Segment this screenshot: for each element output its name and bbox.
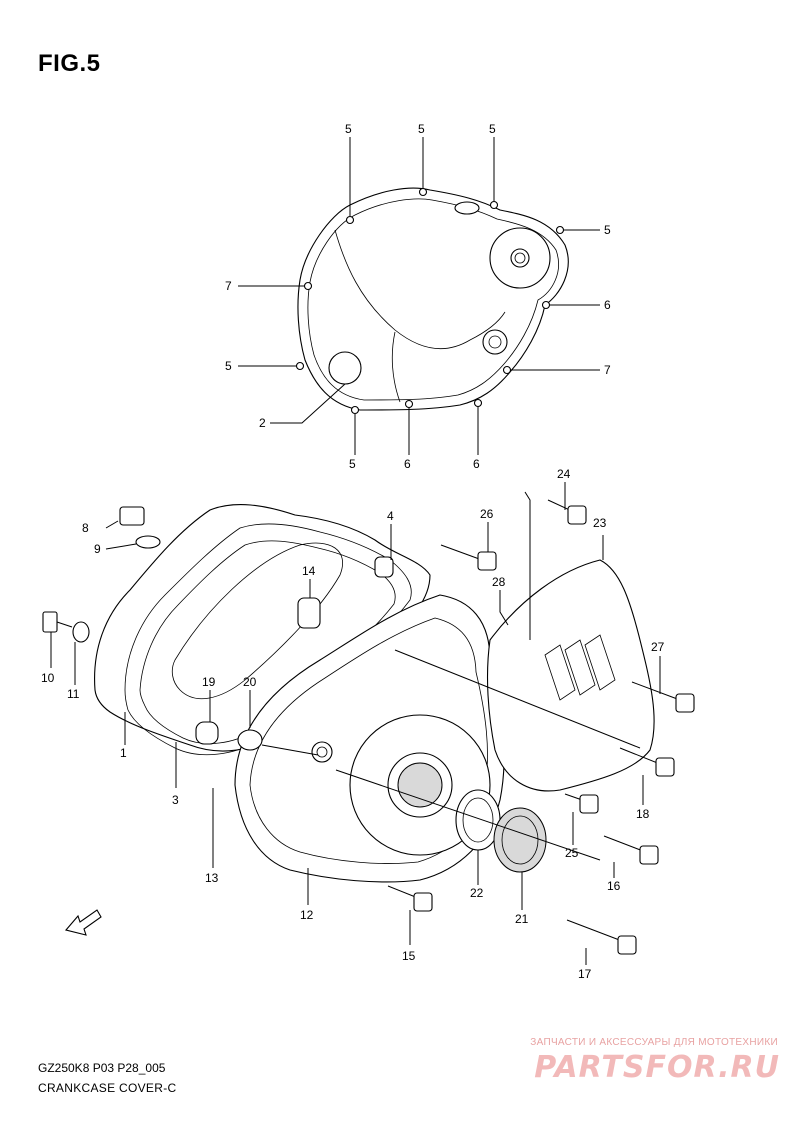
bolt-15 <box>387 885 433 912</box>
callout-13: 13 <box>205 871 219 885</box>
figure-code: GZ250K8 P03 P28_005 <box>38 1061 166 1075</box>
callout-5: 5 <box>225 359 232 373</box>
lower-leader-lines <box>50 482 661 965</box>
callout-labels: 5 5 5 5 7 6 5 7 2 5 6 6 24 23 8 26 4 9 1… <box>41 122 665 981</box>
bolt-17 <box>566 919 637 955</box>
callout-5: 5 <box>604 223 611 237</box>
callout-18: 18 <box>636 807 650 821</box>
callout-11: 11 <box>67 687 80 701</box>
callout-8: 8 <box>82 521 89 535</box>
callout-26: 26 <box>480 507 494 521</box>
callout-6: 6 <box>473 457 480 471</box>
callout-21: 21 <box>515 912 529 926</box>
bolt-26 <box>440 544 497 571</box>
bolt-25 <box>564 793 599 814</box>
callout-6: 6 <box>404 457 411 471</box>
callout-7: 7 <box>225 279 232 293</box>
callout-24: 24 <box>557 467 571 481</box>
callout-25: 25 <box>565 846 579 860</box>
callout-7: 7 <box>604 363 611 377</box>
callout-14: 14 <box>302 564 316 578</box>
bolt-16 <box>603 835 659 865</box>
figure-name: CRANKCASE COVER-C <box>38 1081 177 1095</box>
crankcase-assembly-drawing <box>42 499 695 955</box>
callout-22: 22 <box>470 886 484 900</box>
upper-leader-lines <box>238 137 600 455</box>
callout-1: 1 <box>120 746 127 760</box>
callout-19: 19 <box>202 675 216 689</box>
callout-12: 12 <box>300 908 314 922</box>
callout-28: 28 <box>492 575 506 589</box>
callout-3: 3 <box>172 793 179 807</box>
callout-10: 10 <box>41 671 55 685</box>
cover-gasket-drawing <box>295 187 569 415</box>
figure-title: FIG.5 <box>38 50 101 77</box>
callout-20: 20 <box>243 675 257 689</box>
callout-27: 27 <box>651 640 665 654</box>
callout-4: 4 <box>387 509 394 523</box>
bolt-18 <box>619 747 675 777</box>
callout-2: 2 <box>259 416 266 430</box>
callout-5: 5 <box>418 122 425 136</box>
callout-15: 15 <box>402 949 416 963</box>
bolt-24 <box>547 499 587 525</box>
watermark-tagline: ЗАПЧАСТИ И АКСЕССУАРЫ ДЛЯ МОТОТЕХНИКИ <box>530 1037 778 1048</box>
watermark-logo: PARTSFOR.RU <box>534 1050 780 1085</box>
callout-9: 9 <box>94 542 101 556</box>
callout-5: 5 <box>345 122 352 136</box>
callout-5: 5 <box>489 122 496 136</box>
callout-6: 6 <box>604 298 611 312</box>
fwd-arrow <box>65 909 102 936</box>
callout-5: 5 <box>349 457 356 471</box>
callout-23: 23 <box>593 516 607 530</box>
callout-16: 16 <box>607 879 621 893</box>
bolt-27 <box>631 681 695 713</box>
callout-17: 17 <box>578 967 592 981</box>
